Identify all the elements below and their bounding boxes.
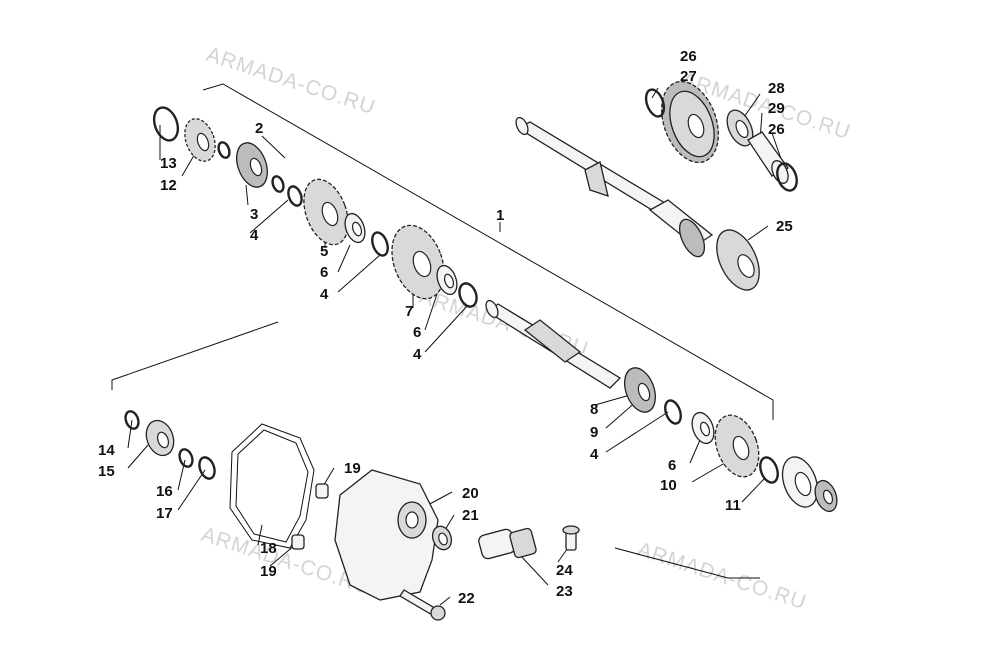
leader-lines: [127, 87, 786, 606]
callout-27: 27: [680, 68, 697, 85]
gear-7: [391, 224, 445, 300]
callout-4-b: 4: [320, 286, 329, 303]
callout-25: 25: [776, 218, 793, 235]
mainshaft-8: [485, 299, 622, 389]
callout-4-a: 4: [250, 227, 259, 244]
bearing-large: [781, 456, 819, 508]
assembly-bracket-upper: [202, 83, 774, 420]
washer-16: [178, 448, 194, 468]
callout-19-a: 19: [344, 460, 361, 477]
bearing-6c: [691, 411, 715, 445]
bolt-24: [562, 525, 580, 551]
bolt-22: [399, 589, 446, 621]
callout-4-c: 4: [413, 346, 422, 363]
dowel-19-bottom: [291, 534, 305, 550]
washer-4a: [287, 185, 303, 207]
dowel-19-top: [315, 483, 329, 499]
callout-labels: 1 2 3 4 5 6 4 7 6 4 8 9 4 6 10 11 12 13 …: [98, 48, 793, 607]
clip-14: [124, 410, 140, 430]
callout-16: 16: [156, 483, 173, 500]
callout-26-b: 26: [768, 121, 785, 138]
assembly-bracket-lower: [111, 321, 760, 579]
gasket-18: [229, 423, 315, 549]
washer-4b: [371, 231, 389, 257]
callout-26-a: 26: [680, 48, 697, 65]
callout-10: 10: [660, 477, 677, 494]
callout-20: 20: [462, 485, 479, 502]
clip-2: [217, 141, 231, 159]
callout-5: 5: [320, 243, 328, 260]
callout-28: 28: [768, 80, 785, 97]
washer-26-right: [776, 162, 798, 192]
washer-26-top: [644, 88, 666, 118]
callout-9: 9: [590, 424, 598, 441]
washer-4d: [664, 399, 682, 425]
hub-3: [236, 142, 268, 188]
bearing-6a: [344, 212, 366, 244]
sensor-23: [478, 527, 537, 560]
seal-21: [431, 525, 453, 551]
gear-5: [303, 178, 349, 246]
callout-17: 17: [156, 505, 173, 522]
callout-2: 2: [255, 120, 263, 137]
nut-15: [145, 419, 175, 457]
callout-13: 13: [160, 155, 177, 172]
clip-17: [198, 456, 216, 480]
callout-11: 11: [725, 497, 741, 514]
hub-9: [624, 367, 656, 413]
washer-4c: [458, 282, 478, 308]
callout-12: 12: [160, 177, 177, 194]
bearing-seal: [814, 479, 838, 513]
callout-7: 7: [405, 303, 413, 320]
cover-20: [334, 469, 439, 601]
bearing-6b: [436, 264, 458, 296]
callout-6-a: 6: [320, 264, 328, 281]
watermark-top-left: ARMADA-CO.RU: [203, 43, 378, 119]
callout-6-b: 6: [413, 324, 421, 341]
callout-15: 15: [98, 463, 115, 480]
gear-12: [184, 118, 216, 162]
callout-24: 24: [556, 562, 573, 579]
countershaft-25: [515, 116, 760, 291]
washer-13: [152, 106, 180, 142]
callout-18: 18: [260, 540, 277, 557]
callout-3: 3: [250, 206, 258, 223]
callout-22: 22: [458, 590, 475, 607]
callout-14: 14: [98, 442, 115, 459]
callout-1: 1: [496, 207, 504, 224]
callout-19-b: 19: [260, 563, 277, 580]
washer-11: [759, 456, 779, 484]
callout-21: 21: [462, 507, 479, 524]
callout-29: 29: [768, 100, 785, 117]
bearing-28: [726, 109, 754, 147]
gear-10: [714, 414, 760, 478]
callout-4-d: 4: [590, 446, 599, 463]
callout-8: 8: [590, 401, 598, 418]
callout-23: 23: [556, 583, 573, 600]
clip-2b: [271, 175, 285, 193]
callout-6-c: 6: [668, 457, 676, 474]
gear-27: [661, 80, 719, 164]
bushing-29: [747, 131, 789, 184]
